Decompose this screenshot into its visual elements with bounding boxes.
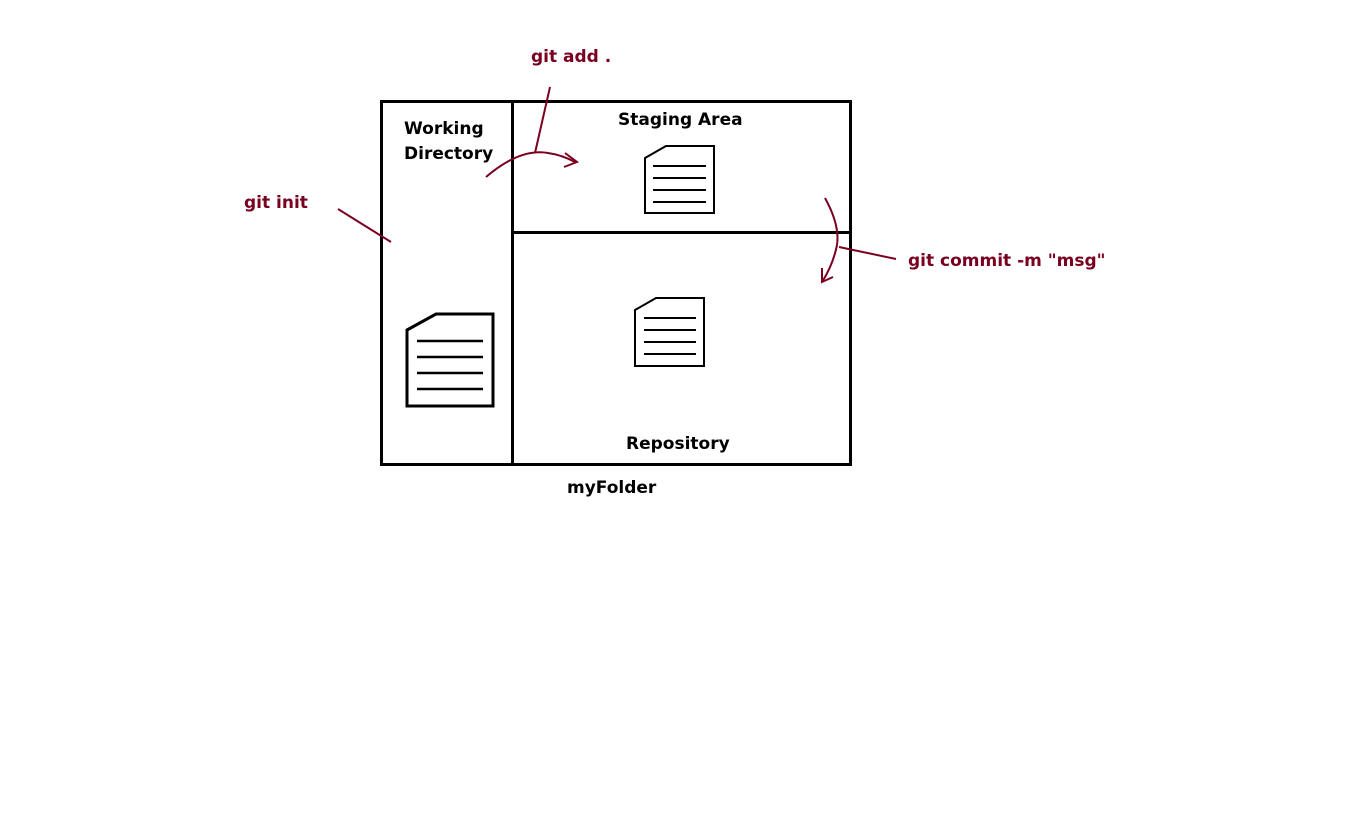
document-icon	[634, 297, 705, 367]
git-add-label: git add .	[531, 47, 612, 67]
git-init-pointer	[337, 208, 392, 243]
git-commit-label: git commit -m "msg"	[908, 251, 1106, 271]
git-commit-arrow	[821, 197, 839, 283]
folder-label: myFolder	[567, 478, 657, 498]
git-add-arrow	[485, 151, 576, 178]
repository-label: Repository	[626, 434, 730, 454]
working-directory-label-line2: Directory	[404, 144, 494, 164]
folder-box	[380, 100, 852, 466]
git-init-label: git init	[244, 193, 308, 213]
working-directory-label: Working Directory	[404, 117, 493, 167]
staging-area-label: Staging Area	[618, 110, 743, 130]
git-add-arrowhead	[563, 152, 580, 168]
working-directory-label-line1: Working	[404, 119, 484, 139]
git-add-pointer	[534, 86, 551, 154]
document-icon	[405, 312, 495, 408]
git-commit-pointer	[838, 246, 897, 260]
git-commit-arrowhead	[821, 268, 834, 284]
document-icon	[644, 145, 715, 214]
